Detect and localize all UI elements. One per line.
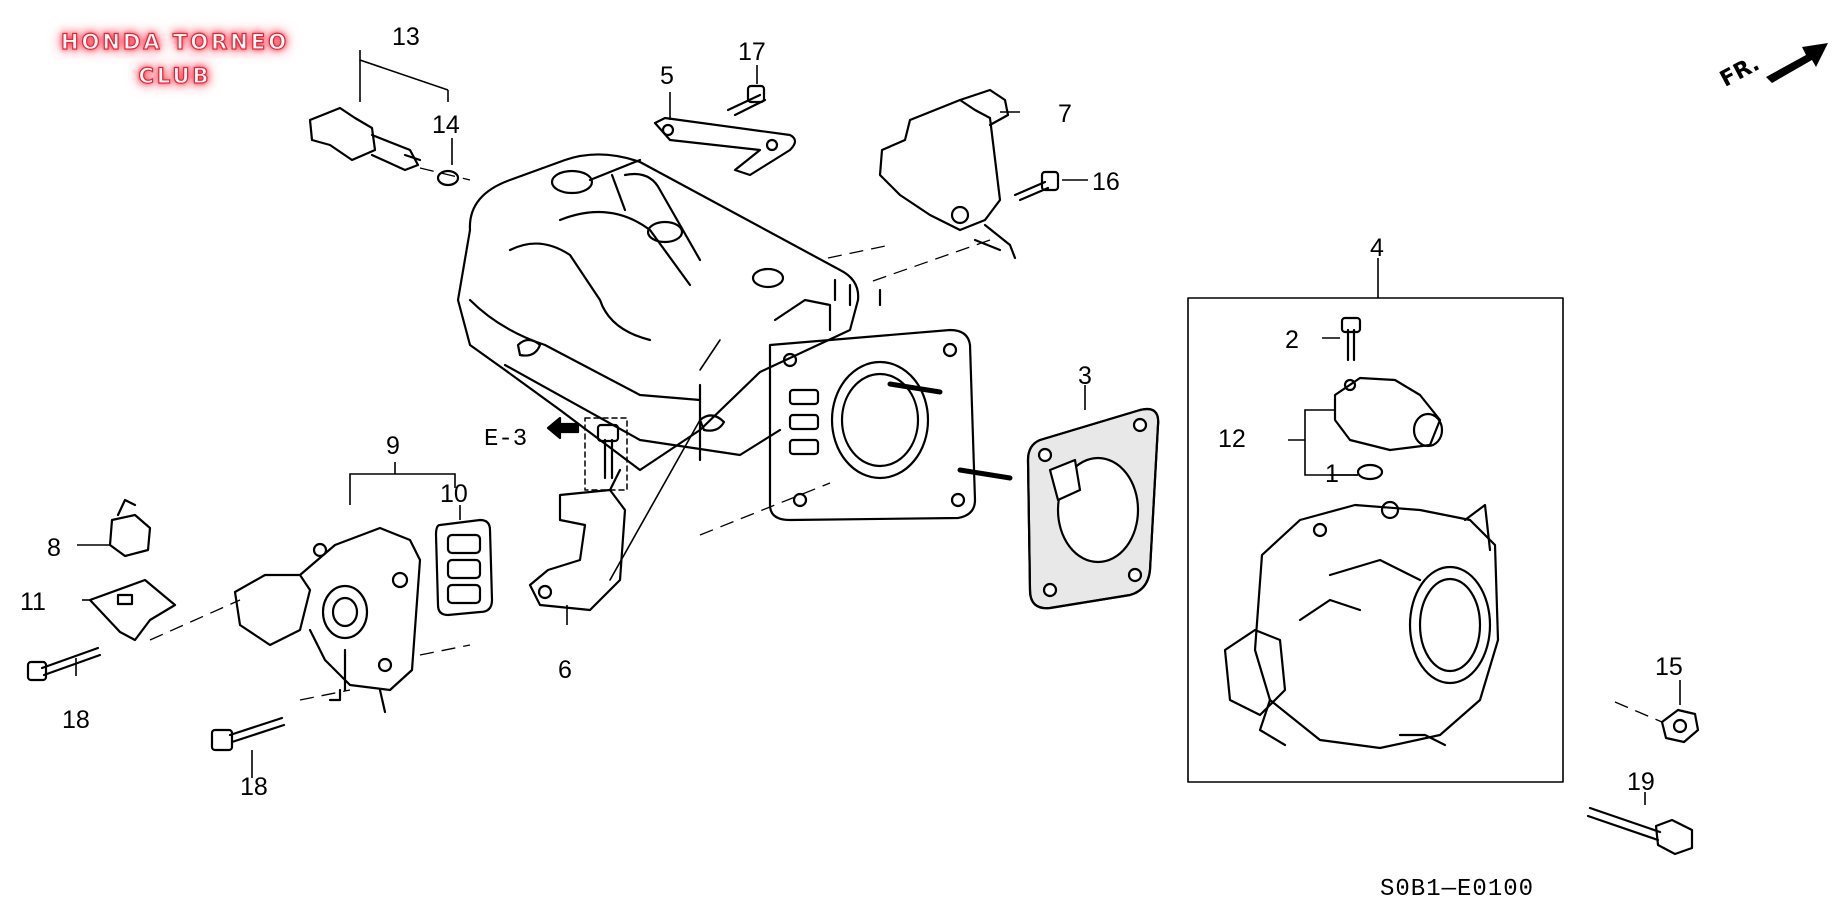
bolt-18a [26,646,102,682]
callout-18-left: 18 [62,706,90,734]
callout-1: 1 [1325,460,1339,488]
callout-8: 8 [47,534,61,562]
callout-7: 7 [1058,100,1072,128]
bolt-ref-e3 [584,417,628,491]
throttle-body [1223,500,1500,750]
purge-solenoid-7 [878,88,1017,260]
callout-4: 4 [1370,234,1384,262]
bracket-11 [88,578,177,642]
callout-15: 15 [1655,653,1683,681]
callout-17: 17 [738,38,766,66]
banner-title: HONDA TORNEO [60,29,290,54]
front-direction-indicator: FR. [1716,35,1833,110]
club-banner: HONDA TORNEO CLUB [0,18,350,98]
front-arrow-icon [1766,43,1828,83]
bolt-18b [210,716,286,752]
o-ring-14 [436,169,460,187]
coolant-temperature-sensor [308,106,422,172]
map-sensor-12 [1333,376,1444,452]
bracket-5 [653,116,797,177]
screw-2 [1340,316,1362,362]
bolt-17 [726,84,767,117]
intake-manifold [456,153,1013,522]
clip-8 [108,498,152,558]
callout-19: 19 [1627,768,1655,796]
idle-air-control-valve-9 [233,526,422,714]
banner-subtitle: CLUB [138,63,212,88]
callout-18-right: 18 [240,773,268,801]
callout-11: 11 [20,588,46,616]
o-ring-1 [1356,463,1384,481]
diagram-code: S0B1—E0100 [1380,876,1535,903]
leader-lines [75,50,1681,805]
callout-13: 13 [392,23,420,51]
callouts: 1 2 3 4 5 6 7 8 9 10 11 12 13 14 15 16 1… [20,23,1683,801]
alignment-lines [149,167,1663,723]
gasket-3 [1026,407,1160,610]
nut-15 [1660,708,1700,744]
assembly-box-4 [1187,297,1564,783]
callout-16: 16 [1092,168,1120,196]
callout-5: 5 [660,62,674,90]
callout-9: 9 [386,432,400,460]
bolt-19 [1586,806,1694,856]
bracket-6 [528,468,627,612]
reference-arrow-icon [546,416,580,440]
reference-label: E-3 [484,426,527,453]
callout-3: 3 [1078,362,1092,390]
bolt-16 [1013,170,1060,202]
callout-10: 10 [440,480,468,508]
callout-14: 14 [432,111,460,139]
gasket-10 [434,518,494,617]
callout-2: 2 [1285,326,1299,354]
callout-12: 12 [1218,425,1246,453]
callout-6: 6 [558,656,572,684]
